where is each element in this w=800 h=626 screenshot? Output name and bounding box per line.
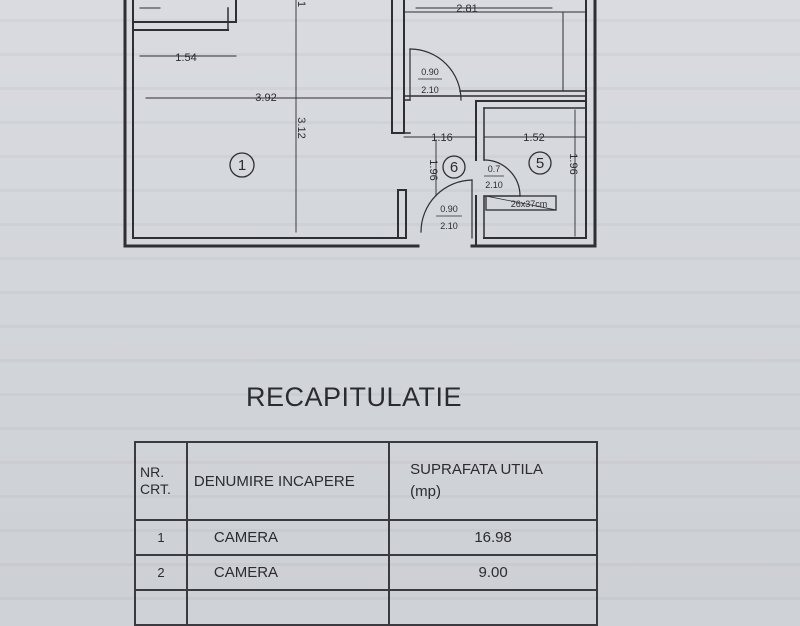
room-1-marker: 1 [229, 152, 255, 178]
row-number: 2 [134, 554, 188, 591]
dim-room-5-height: 1.96 [567, 153, 579, 174]
dim-vent-duct: 26x37cm [511, 199, 548, 209]
row-area: 9.00 [388, 554, 598, 591]
dim-top-right-width: 2.81 [456, 3, 477, 15]
svg-text:1: 1 [238, 157, 246, 174]
dim-room-6-height: 1.96 [427, 159, 439, 180]
dim-top-height-partial: 1 [295, 1, 307, 7]
room-6-marker: 6 [442, 155, 466, 179]
table-row-partial [134, 589, 598, 626]
door-bath-height: 2.10 [485, 180, 503, 190]
door-swings [409, 48, 521, 239]
room-5-marker: 5 [528, 151, 552, 175]
row-room-name: CAMERA [185, 554, 391, 591]
dim-room-1-height: 3.12 [295, 117, 307, 138]
header-usable-area: SUPRAFATA UTILA (mp) [388, 441, 598, 521]
door-upper-height: 2.10 [421, 85, 439, 95]
summary-table: NR. CRT. DENUMIRE INCAPERE SUPRAFATA UTI… [134, 441, 598, 626]
header-area-label: SUPRAFATA UTILA [410, 461, 543, 478]
header-nr-crt: NR. CRT. [134, 441, 188, 521]
door-entry-height: 2.10 [440, 221, 458, 231]
header-nr: NR. [140, 464, 165, 480]
dim-room-6-width: 1.16 [431, 132, 452, 144]
dim-room-1-width: 3.92 [255, 92, 276, 104]
central-partition [391, 0, 411, 134]
row-number: 1 [134, 519, 188, 556]
door-upper-width: 0.90 [421, 67, 439, 77]
header-crt: CRT. [140, 481, 171, 497]
table-row: 1 CAMERA 16.98 [134, 519, 598, 556]
dimension-lines [139, 0, 587, 237]
entry-partition [397, 189, 407, 239]
top-left-closet-walls [132, 0, 237, 31]
table-row: 2 CAMERA 9.00 [134, 554, 598, 591]
row-room-name: CAMERA [185, 519, 391, 556]
vent-duct [485, 195, 557, 211]
header-room-name: DENUMIRE INCAPERE [185, 441, 391, 521]
floor-plan: 2.81 1.54 3.92 3.12 1 1.16 1.52 1.96 1.9… [123, 0, 597, 248]
header-area-unit: (mp) [410, 483, 441, 500]
room-5-walls [475, 100, 587, 247]
dim-top-left-inner: 1.54 [175, 52, 196, 64]
summary-title: RECAPITULATIE [246, 382, 463, 412]
outer-walls [123, 0, 597, 248]
door-entry-width: 0.90 [440, 204, 458, 214]
door-bath-width: 0.7 [488, 164, 501, 174]
summary-header-row: NR. CRT. DENUMIRE INCAPERE SUPRAFATA UTI… [134, 441, 598, 521]
row-area: 16.98 [388, 519, 598, 556]
top-right-room-walls [403, 11, 587, 97]
dim-room-5-width: 1.52 [523, 132, 544, 144]
svg-text:5: 5 [536, 155, 544, 172]
svg-text:6: 6 [450, 159, 458, 176]
